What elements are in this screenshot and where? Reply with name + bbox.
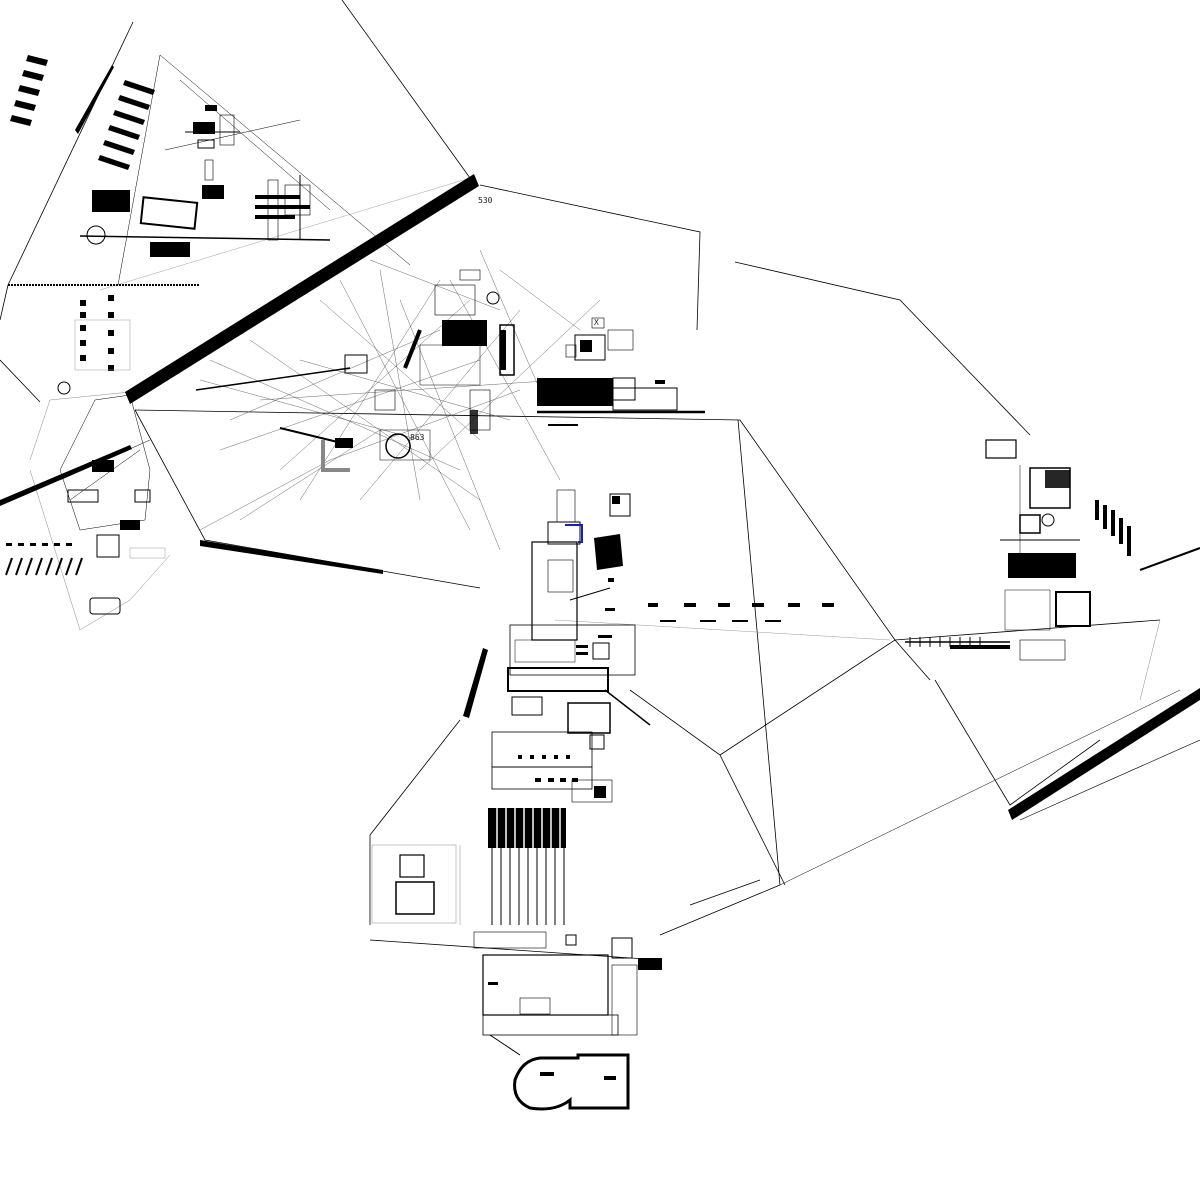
parking-stripes-right	[98, 80, 155, 170]
right-building-cluster	[905, 439, 1131, 661]
label-863: 863	[410, 433, 425, 442]
striped-bay	[488, 808, 566, 925]
block-solid-b	[150, 242, 190, 257]
parking-site-plan	[8, 54, 411, 286]
block-outline-a	[139, 196, 199, 230]
lower-left-plot	[371, 844, 461, 925]
label-x: X	[594, 318, 599, 327]
center-right-building: X 530	[478, 196, 705, 426]
circle-marker	[86, 225, 106, 245]
parking-stripes-left	[10, 55, 48, 126]
left-building-cluster	[5, 295, 166, 615]
left-hatch-row	[5, 557, 83, 576]
block-solid-a	[92, 190, 130, 212]
central-building-cluster: 863	[195, 269, 515, 472]
cluster-top-a	[185, 105, 240, 199]
bottom-building	[473, 931, 662, 1111]
cluster-top-b	[255, 175, 311, 241]
heavy-wall-strips	[0, 65, 1200, 820]
left-dash-row	[6, 543, 72, 546]
site-boundary-lines	[0, 0, 1200, 961]
label-530: 530	[478, 196, 493, 205]
dash-row-center	[648, 603, 834, 622]
central-spine-building	[491, 489, 651, 803]
